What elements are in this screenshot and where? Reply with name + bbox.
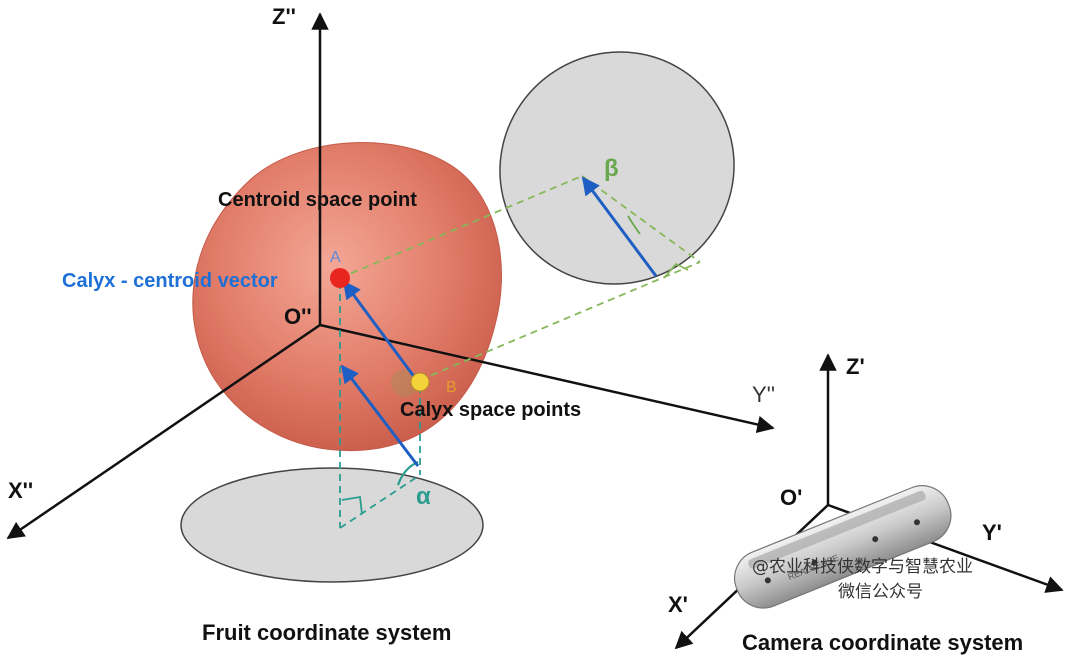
x-double-prime-axis	[6, 323, 321, 540]
centroid-space-point-label: Centroid space point	[218, 189, 417, 211]
y-prime-label: Y'	[982, 520, 1002, 545]
calyx-space-points-label: Calyx space points	[400, 399, 581, 421]
beta-arc	[627, 215, 641, 235]
origin-double-prime-label: O''	[284, 304, 312, 329]
realsense-camera: REALSENSE	[734, 485, 952, 609]
bottom-projection-ellipse	[180, 467, 484, 583]
side-projected-vector-arrow	[581, 176, 658, 277]
watermark-line-1: @农业科技侠数字与智慧农业	[752, 557, 973, 577]
camera-coordinate-caption: Camera coordinate system	[742, 630, 1023, 655]
dashed-calyx-to-side	[419, 261, 701, 381]
z-double-prime-label: Z''	[272, 4, 296, 29]
x-double-prime-label: X''	[8, 478, 33, 503]
side-right-angle-mark	[663, 262, 689, 279]
x-prime-label: X'	[668, 592, 688, 617]
centroid-point	[330, 268, 350, 288]
side-projection-ellipse	[499, 51, 735, 285]
beta-label: β	[604, 155, 619, 182]
point-a-label: A	[330, 249, 341, 266]
dashed-beta-right	[581, 175, 701, 263]
calyx-centroid-vector-label: Calyx - centroid vector	[62, 270, 278, 292]
watermark-line-2: 微信公众号	[838, 582, 923, 602]
y-double-prime-label: Y''	[752, 382, 775, 407]
dashed-centroid-to-beta	[339, 175, 583, 279]
calyx-point	[410, 372, 430, 392]
bottom-projected-vector-arrow	[340, 364, 420, 467]
bottom-right-angle-mark	[341, 495, 363, 515]
origin-prime-label: O'	[780, 485, 802, 510]
fruit-coordinate-caption: Fruit coordinate system	[202, 620, 451, 645]
calyx-centroid-vector-arrow	[342, 280, 420, 383]
point-b-label: B	[446, 379, 457, 396]
y-double-prime-axis	[319, 323, 775, 434]
alpha-label: α	[416, 483, 431, 510]
z-prime-label: Z'	[846, 354, 865, 379]
dashed-bottom-base	[339, 474, 421, 529]
